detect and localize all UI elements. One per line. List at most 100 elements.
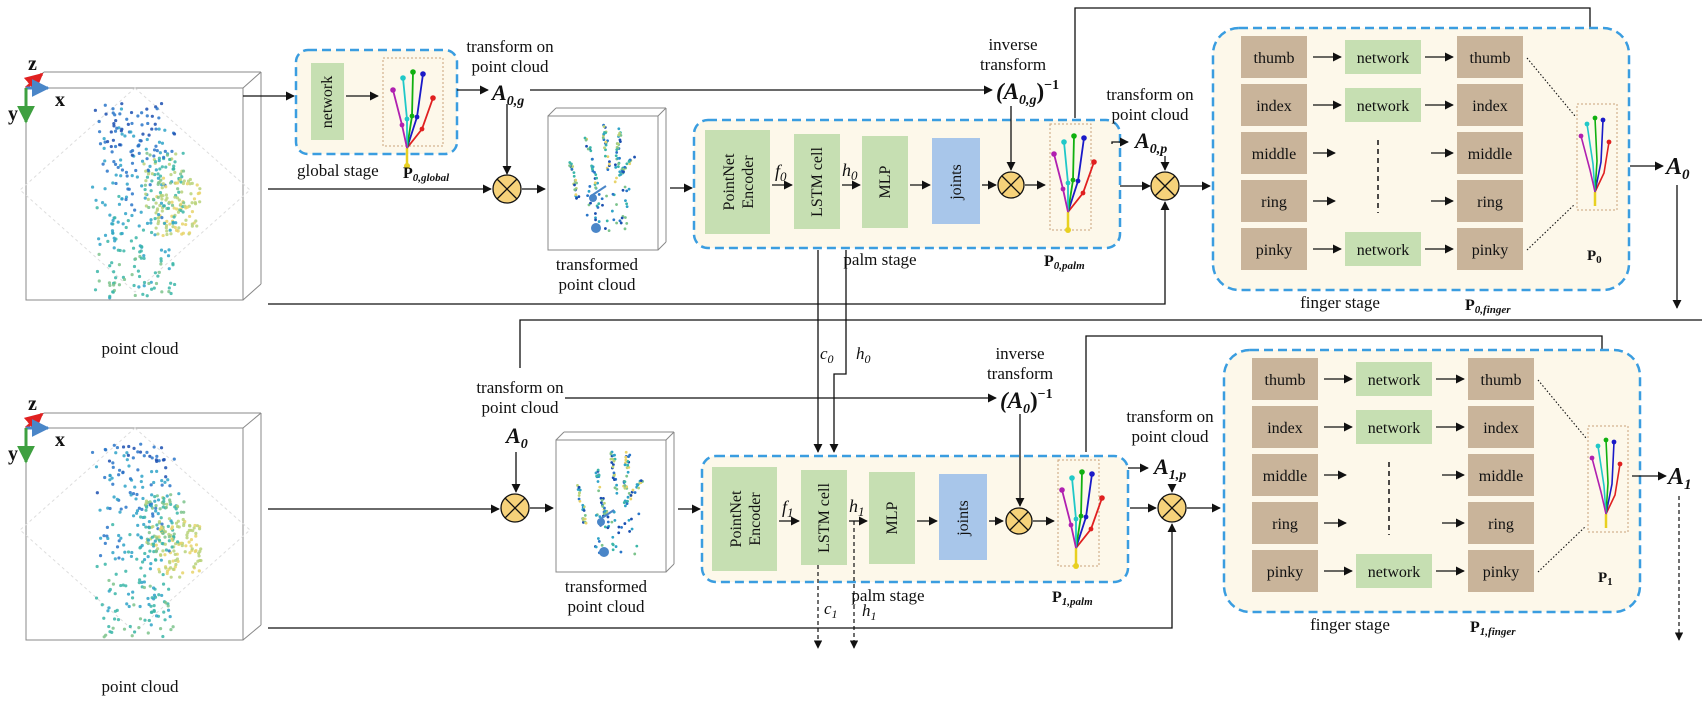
mlp-label-0: MLP: [877, 165, 894, 198]
mlp-box-0: [862, 136, 908, 228]
finger-pose-label-1: P1,finger: [1470, 619, 1516, 638]
finger-output-label-middle: middle: [1468, 146, 1512, 163]
finger-stage-label-1: finger stage: [1310, 615, 1390, 634]
finger-output-ring: [1457, 180, 1523, 222]
global-pose-skeleton: [390, 69, 436, 169]
finger-network-label-thumb: network: [1368, 372, 1420, 389]
finger-network-thumb: [1345, 40, 1421, 74]
finger-input-pinky: [1241, 228, 1307, 270]
finger-input-thumb: [1241, 36, 1307, 78]
transformed-label-0a: transformed: [556, 255, 639, 274]
transform-p-label-0a: transform on: [1106, 85, 1194, 104]
point-cloud-scatter-1: [90, 442, 203, 639]
finger-output-label-pinky: pinky: [1472, 242, 1508, 259]
encoder-label-1b: Encoder: [747, 492, 764, 546]
finger-stage-frame: [1211, 26, 1631, 292]
pointnet-encoder-0: [705, 130, 770, 234]
palm-pose-frame-0: [1049, 123, 1092, 231]
finger-input-label-middle: middle: [1252, 146, 1296, 163]
transformed-cloud-scatter-0: [568, 123, 636, 233]
transform-on-label-1b: point cloud: [482, 398, 559, 417]
finger-input-thumb: [1252, 358, 1318, 400]
f1-label: f1: [782, 497, 794, 520]
transformed-label-0b: point cloud: [559, 275, 636, 294]
finger-output-thumb: [1468, 358, 1534, 400]
finger-network-label-pinky: network: [1368, 564, 1420, 581]
row1: z x y point cloud transform on point clo…: [8, 344, 1692, 696]
A1-output: A1: [1666, 464, 1692, 493]
otimes-palm-1: [1005, 507, 1033, 535]
finger-output-label-ring: ring: [1477, 194, 1503, 211]
finger-input-label-thumb: thumb: [1265, 372, 1306, 389]
finger-input-label-thumb: thumb: [1254, 50, 1295, 67]
transform-on-label-0a: transform on: [466, 37, 554, 56]
finger-network-label-pinky: network: [1357, 242, 1409, 259]
finger-output-pinky: [1468, 550, 1534, 592]
finger-P-label: P0: [1587, 248, 1602, 266]
finger-input-label-middle: middle: [1263, 468, 1307, 485]
f0-label: f0: [775, 161, 787, 184]
finger-output-label-pinky: pinky: [1483, 564, 1519, 581]
lstm-label-0: LSTM cell: [809, 147, 826, 217]
finger-output-label-index: index: [1472, 98, 1508, 115]
finger-output-pinky: [1457, 228, 1523, 270]
otimes-global-1: [500, 493, 530, 523]
finger-network-pinky: [1345, 232, 1421, 266]
finger-output-index: [1457, 84, 1523, 126]
palm-stage-label-0: palm stage: [843, 250, 916, 269]
joints-label-0: joints: [948, 164, 965, 201]
transformed-label-1a: transformed: [565, 577, 648, 596]
mlp-box-1: [869, 472, 915, 564]
c0-label: c0: [820, 344, 834, 366]
inverse-label-0a: inverse: [988, 35, 1037, 54]
axis-x-label-1: x: [55, 429, 65, 451]
finger-output-middle: [1457, 132, 1523, 174]
h1-label-inner: h1: [849, 496, 865, 519]
pointnet-encoder-1: [712, 467, 777, 571]
axis-z-label-1: z: [28, 393, 37, 415]
encoder-label-0b: Encoder: [740, 155, 757, 209]
global-network-label: network: [319, 76, 336, 128]
global-stage: network global stage P0,global: [294, 48, 459, 184]
finger-input-index: [1241, 84, 1307, 126]
axis-z-label: z: [28, 53, 37, 75]
point-cloud-cube-1: [19, 412, 262, 641]
A0-label-row1: A0: [504, 423, 528, 452]
lstm-label-1: LSTM cell: [816, 483, 833, 553]
finger-output-thumb: [1457, 36, 1523, 78]
finger-P-label: P1: [1598, 570, 1613, 588]
finger-pose-frame: [1576, 103, 1618, 211]
otimes-palm-0: [997, 171, 1025, 199]
finger-input-label-ring: ring: [1261, 194, 1287, 211]
global-network-box: [311, 63, 344, 140]
transform-p-label-1b: point cloud: [1132, 427, 1209, 446]
axis-x-label: x: [55, 89, 65, 111]
point-cloud-scatter-0: [90, 101, 202, 300]
finger-input-middle: [1252, 454, 1318, 496]
palm-stage-label-1: palm stage: [851, 586, 924, 605]
inverse-label-1b: transform: [987, 364, 1053, 383]
finger-input-pinky: [1252, 550, 1318, 592]
finger-input-label-index: index: [1267, 420, 1303, 437]
axis-y-label-1: y: [8, 443, 18, 465]
joints-label-1: joints: [955, 500, 972, 537]
finger-input-label-pinky: pinky: [1267, 564, 1303, 581]
finger-network-index: [1356, 410, 1432, 444]
A0p-label: A0,p: [1133, 128, 1167, 157]
otimes-global-0: [492, 174, 522, 204]
transformed-cloud-scatter-1: [576, 450, 645, 557]
point-cloud-cube-0: [19, 71, 262, 301]
finger-input-index: [1252, 406, 1318, 448]
A0-output: A0: [1664, 154, 1690, 183]
finger-pose-label-0: P0,finger: [1465, 297, 1511, 316]
finger-input-middle: [1241, 132, 1307, 174]
finger-pose-frame: [1587, 425, 1629, 533]
finger-output-label-ring: ring: [1488, 516, 1514, 533]
finger-output-label-thumb: thumb: [1470, 50, 1511, 67]
global-pose-label: P0,global: [403, 165, 450, 184]
palm-stage-1: PointNet Encoder f1 LSTM cell h1 MLP joi…: [700, 454, 1130, 608]
finger-input-ring: [1241, 180, 1307, 222]
h0-label-inner: h0: [842, 160, 858, 183]
finger-network-label-thumb: network: [1357, 50, 1409, 67]
